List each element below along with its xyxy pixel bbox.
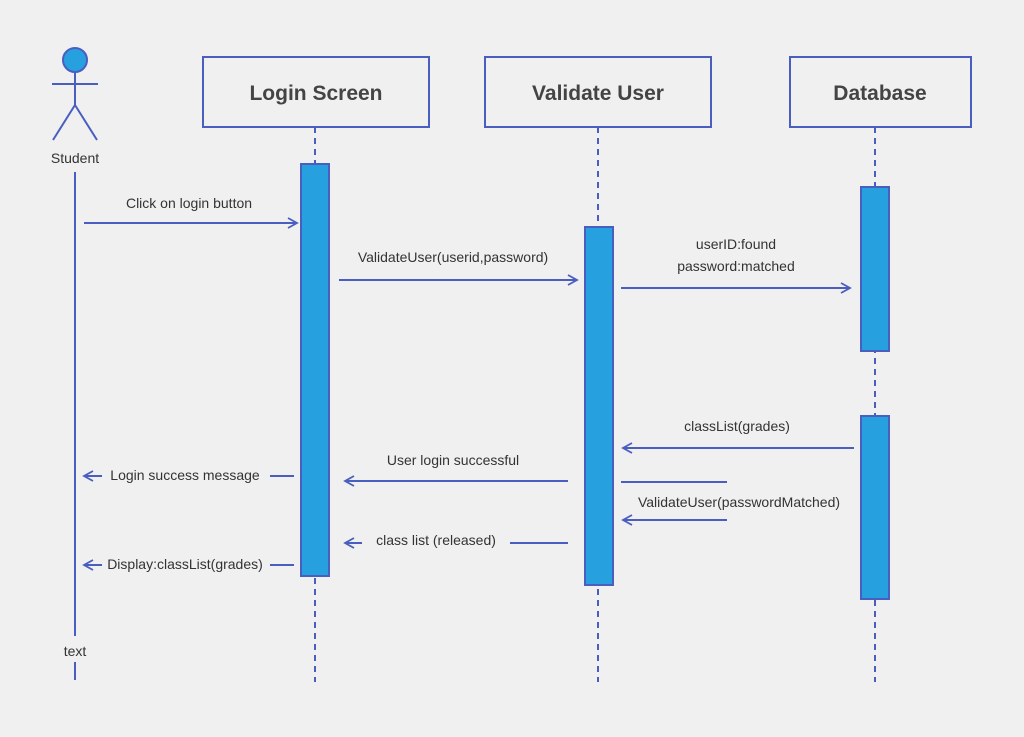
- message-label: Click on login button: [126, 195, 252, 211]
- message-label: class list (released): [376, 532, 496, 548]
- message-display-class-list: Display:classList(grades): [82, 556, 294, 572]
- validate-user-activation: [584, 226, 614, 586]
- participant-box: [484, 56, 712, 128]
- participant-login-screen: Login Screen: [202, 56, 430, 128]
- actor-head: [62, 47, 88, 73]
- footer-text: text: [64, 643, 87, 659]
- participant-title: Validate User: [532, 82, 664, 105]
- participant-title: Login Screen: [249, 82, 382, 105]
- actor-right-leg: [74, 104, 98, 141]
- message-label: Login success message: [110, 467, 260, 483]
- message-login-success: Login success message: [82, 467, 294, 483]
- participant-validate-user: Validate User: [484, 56, 712, 128]
- database-activation-2: [860, 415, 890, 600]
- login-screen-activation: [300, 163, 330, 577]
- footer-text-bg: [55, 636, 95, 662]
- message-label: ValidateUser(userid,password): [358, 249, 548, 265]
- participant-title: Database: [833, 82, 926, 105]
- message-label: Display:classList(grades): [107, 556, 263, 572]
- message-click-login: Click on login button: [84, 195, 299, 229]
- message-label: classList(grades): [684, 418, 790, 434]
- message-label: ValidateUser(passwordMatched): [638, 494, 840, 510]
- message-credentials-check: userID:found password:matched: [621, 236, 852, 294]
- actor-label: Student: [51, 150, 99, 166]
- database-activation-1: [860, 186, 890, 352]
- message-validate-user-call: ValidateUser(userid,password): [339, 249, 579, 286]
- participant-box: [789, 56, 972, 128]
- participant-database: Database: [789, 56, 972, 128]
- actor-left-leg: [52, 104, 76, 141]
- message-class-list-grades: classList(grades): [621, 418, 854, 454]
- message-label: User login successful: [387, 452, 519, 468]
- message-label-line2: password:matched: [677, 258, 795, 274]
- message-class-list-released: class list (released): [343, 532, 568, 549]
- student-actor: Student: [51, 47, 99, 166]
- message-label-line1: userID:found: [696, 236, 776, 252]
- message-user-login-successful: User login successful: [343, 452, 568, 487]
- message-validate-password-matched: ValidateUser(passwordMatched): [621, 481, 840, 526]
